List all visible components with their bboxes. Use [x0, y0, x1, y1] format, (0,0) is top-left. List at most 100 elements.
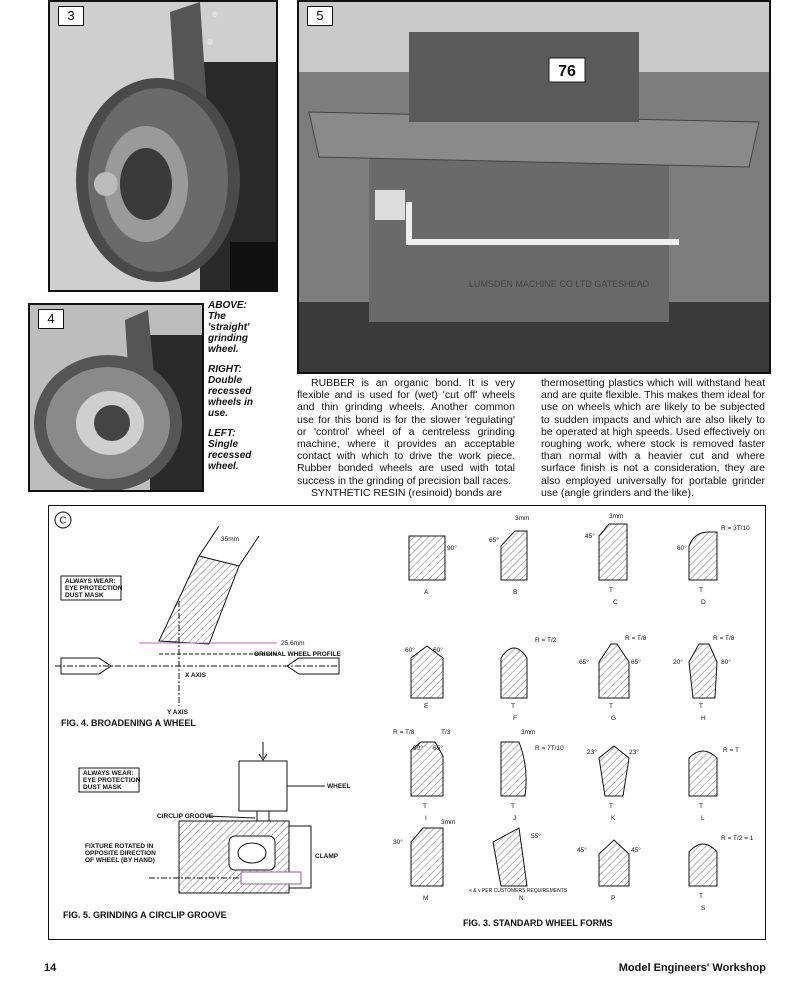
svg-text:F: F [513, 715, 517, 722]
svg-text:C: C [613, 599, 618, 606]
svg-text:R = 3T/10: R = 3T/10 [721, 525, 750, 532]
svg-text:23°: 23° [587, 748, 597, 756]
maker-plate: LUMSDEN MACHINE CO LTD GATESHEAD [469, 279, 650, 289]
caption-above-text: The 'straight' grinding wheel. [208, 311, 250, 355]
svg-text:T/3: T/3 [441, 729, 451, 736]
svg-text:T: T [609, 587, 613, 594]
machine-number-plate: 76 [558, 63, 576, 80]
fig5-circlip-groove: ALWAYS WEAR: EYE PROTECTION DUST MASK WH… [63, 742, 351, 920]
svg-text:A: A [424, 589, 429, 596]
photo-number: 3 [58, 6, 84, 26]
resin-paragraph-continued: thermosetting plastics which will withst… [541, 377, 765, 499]
photo-captions: ABOVE: The 'straight' grinding wheel. RI… [208, 300, 268, 481]
fig4-dim-35mm: 35mm [221, 536, 239, 543]
svg-text:60°: 60° [433, 646, 443, 654]
figure-panel-c: C ALWAYS WEAR: EYE PROTECTION DUST MASK … [48, 505, 766, 940]
svg-text:D: D [701, 599, 706, 606]
svg-text:T: T [699, 893, 703, 900]
fig5-groove-label: CIRCLIP GROOVE [157, 813, 214, 820]
svg-text:T: T [609, 803, 613, 810]
straight-grinding-wheel-image [50, 2, 276, 290]
svg-text:T: T [699, 703, 703, 710]
centreless-grinder-image: 76 LUMSDEN MACHINE CO LTD GATESHEAD [299, 2, 769, 372]
fig5-fixture-line2: OPPOSITE DIRECTION [85, 850, 156, 857]
wheel-form-l: R = T T L [688, 747, 739, 822]
svg-text:T: T [699, 803, 703, 810]
fig5-fixture-line3: OF WHEEL (BY HAND) [85, 857, 155, 864]
svg-text:45°: 45° [585, 532, 595, 540]
wheel-form-i: R = T/8 T/3 90° 65° T I [393, 729, 451, 822]
fig4-broadening-wheel: ALWAYS WEAR: EYE PROTECTION DUST MASK 35… [55, 525, 341, 728]
wheel-form-b: 65° 3mm B [489, 515, 529, 596]
photo-4-recessed-wheel: 4 [28, 303, 204, 492]
photo-3-straight-wheel: 3 [48, 0, 278, 292]
svg-text:R = T: R = T [723, 747, 739, 754]
svg-text:M: M [423, 895, 428, 902]
svg-text:P: P [611, 895, 615, 902]
panel-label: C [59, 516, 66, 527]
svg-text:3mm: 3mm [441, 819, 455, 826]
photo-number: 4 [38, 309, 64, 329]
fig5-fixture-line1: FIXTURE ROTATED IN [85, 843, 154, 850]
wheel-form-k: 23° 23° T K [587, 745, 639, 822]
svg-text:90°: 90° [413, 744, 423, 752]
fig4-warning-line3: DUST MASK [65, 592, 104, 599]
svg-text:R = T/8: R = T/8 [393, 729, 415, 736]
fig3-caption: FIG. 3. STANDARD WHEEL FORMS [463, 918, 613, 928]
svg-text:60°: 60° [677, 544, 687, 552]
svg-text:R = T/8: R = T/8 [713, 635, 735, 642]
recessed-wheel-image [30, 305, 202, 490]
fig4-caption: FIG. 4. BROADENING A WHEEL [61, 718, 196, 728]
caption-left-text: Single recessed wheel. [208, 439, 252, 472]
wheel-form-a: 90° A [408, 535, 457, 596]
fig4-warning-line1: ALWAYS WEAR: [65, 578, 116, 585]
caption-right-text: Double recessed wheels in use. [208, 375, 254, 419]
svg-text:J: J [513, 815, 516, 822]
body-column-1: RUBBER is an organic bond. It is very fl… [297, 377, 515, 499]
svg-text:23°: 23° [629, 748, 639, 756]
svg-text:R = T/2 = 1: R = T/2 = 1 [721, 835, 754, 842]
svg-text:E: E [424, 703, 429, 710]
svg-text:3mm: 3mm [521, 729, 535, 736]
wheel-form-d: 60° R = 3T/10 T D [677, 525, 750, 606]
svg-text:3mm: 3mm [609, 513, 623, 520]
svg-text:R = T/2: R = T/2 [535, 637, 557, 644]
svg-text:B: B [513, 589, 517, 596]
svg-text:G: G [611, 715, 616, 722]
svg-text:45°: 45° [577, 846, 587, 854]
resin-paragraph-start: SYNTHETIC RESIN (resinoid) bonds are [311, 486, 502, 499]
svg-text:N: N [519, 895, 524, 902]
svg-text:< & v PER CUSTOMERS REQUIREMEN: < & v PER CUSTOMERS REQUIREMENTS [469, 888, 568, 894]
svg-text:L: L [701, 815, 705, 822]
svg-text:T: T [511, 803, 515, 810]
caption-above-title: ABOVE: [208, 300, 247, 311]
svg-text:80°: 80° [721, 658, 731, 666]
svg-text:R = 7T/10: R = 7T/10 [535, 745, 564, 752]
wheel-form-g: 65° 65° R = T/8 T G [579, 635, 647, 722]
magazine-name: Model Engineers' Workshop [618, 962, 766, 974]
svg-text:K: K [611, 815, 616, 822]
fig5-clamp-label: CLAMP [315, 853, 339, 860]
wheel-form-e: 60° 60° E [405, 645, 444, 710]
caption-right-title: RIGHT: [208, 364, 242, 375]
svg-text:55°: 55° [531, 832, 541, 840]
svg-text:60°: 60° [405, 646, 415, 654]
page-number: 14 [44, 962, 57, 974]
svg-text:T: T [511, 703, 515, 710]
svg-text:20°: 20° [673, 658, 683, 666]
fig4-warning-line2: EYE PROTECTION [65, 585, 123, 592]
svg-text:30°: 30° [393, 838, 403, 846]
svg-text:45°: 45° [631, 846, 641, 854]
wheel-form-p: 45° 45° P [577, 839, 641, 902]
fig3-standard-wheel-forms: 90° A 65° 3mm B 45° 3mm T C 60° R = 3T/1… [393, 513, 754, 928]
svg-text:R = T/8: R = T/8 [625, 635, 647, 642]
wheel-form-f: R = T/2 T F [500, 637, 557, 722]
svg-text:H: H [701, 715, 706, 722]
wheel-form-c: 45° 3mm T C [585, 513, 628, 606]
wheel-form-h: 20° 80° R = T/8 T H [673, 635, 735, 722]
svg-text:T: T [699, 587, 703, 594]
fig5-wheel-label: WHEEL [327, 783, 351, 790]
rubber-paragraph: RUBBER is an organic bond. It is very fl… [297, 377, 515, 487]
fig4-y-axis: Y AXIS [167, 709, 189, 716]
svg-text:65°: 65° [489, 536, 499, 544]
